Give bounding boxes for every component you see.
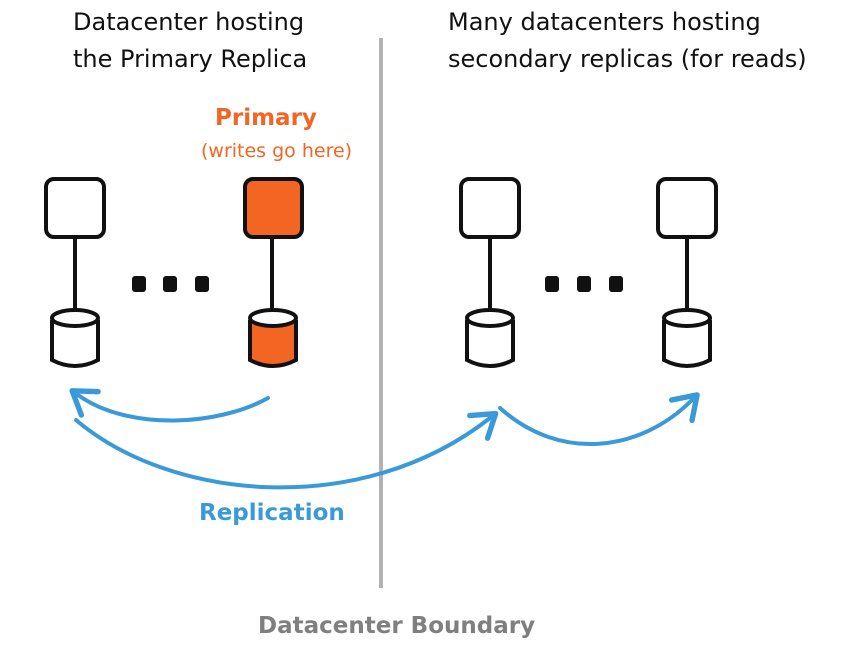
replication-arrow-cross-datacenter bbox=[74, 410, 499, 490]
replication-arrow-primary-to-local bbox=[69, 388, 270, 423]
primary-node bbox=[243, 177, 304, 368]
server-icon bbox=[656, 177, 718, 239]
left-heading-line1: Datacenter hosting bbox=[73, 8, 305, 36]
right-heading-line2: secondary replicas (for reads) bbox=[448, 45, 807, 73]
database-icon bbox=[465, 308, 515, 368]
right-node-2 bbox=[656, 177, 718, 368]
replication-arrow-remote-to-remote bbox=[498, 392, 700, 446]
left-datacenter-heading: Datacenter hosting the Primary Replica bbox=[73, 4, 307, 78]
database-icon bbox=[50, 308, 100, 368]
primary-subtitle: (writes go here) bbox=[201, 140, 353, 162]
primary-database-icon bbox=[248, 308, 298, 368]
datacenter-boundary-label: Datacenter Boundary bbox=[258, 613, 536, 639]
right-heading-line1: Many datacenters hosting bbox=[448, 8, 761, 36]
server-icon bbox=[459, 177, 521, 239]
left-ellipsis-icon bbox=[132, 276, 209, 292]
primary-server-icon bbox=[243, 177, 304, 239]
server-icon bbox=[44, 177, 106, 239]
database-icon bbox=[662, 308, 712, 368]
right-node-1 bbox=[459, 177, 521, 368]
left-heading-line2: the Primary Replica bbox=[73, 45, 308, 73]
primary-title: Primary bbox=[215, 105, 317, 131]
replication-label: Replication bbox=[199, 500, 345, 526]
right-datacenter-heading: Many datacenters hosting secondary repli… bbox=[448, 4, 807, 78]
right-ellipsis-icon bbox=[545, 276, 623, 292]
left-node-1 bbox=[44, 177, 106, 368]
